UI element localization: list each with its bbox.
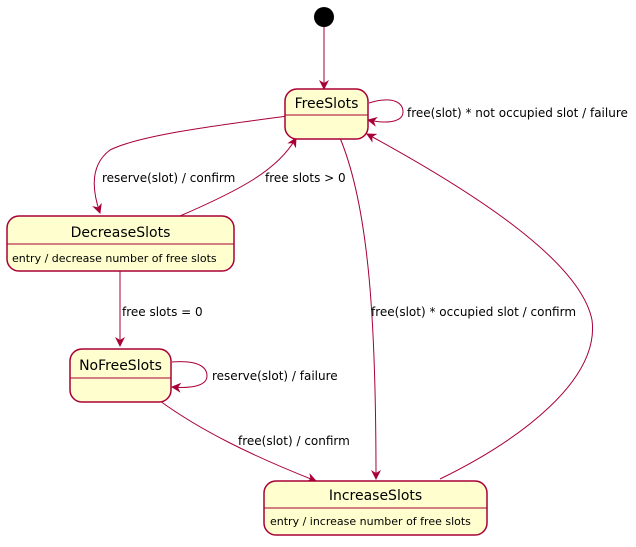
label-decreaseslots-to-freeslots: free slots > 0 [265,171,346,185]
transitions [92,27,593,483]
state-nofreeslots[interactable]: NoFreeSlots [69,348,172,403]
state-name: NoFreeSlots [79,358,162,374]
state-name: IncreaseSlots [329,488,422,504]
transition-nofreeslots-to-increaseslots [159,400,317,483]
label-freeslots-to-decreaseslots: reserve(slot) / confirm [102,171,235,185]
state-box [284,88,369,140]
transition-freeslots-to-decreaseslots [92,115,289,214]
label-nofreeslots-to-increaseslots: free(slot) / confirm [238,434,350,448]
state-name: DecreaseSlots [71,225,171,241]
state-box [69,348,172,403]
label-decreaseslots-to-nofreeslots: free slots = 0 [122,305,203,319]
label-freeslots-to-increaseslots: free(slot) * occupied slot / confirm [371,305,576,319]
label-nofreeslots-self-loop: reserve(slot) / failure [212,369,338,383]
transition-increaseslots-to-freeslots [366,133,593,480]
transition-freeslots-to-increaseslots [339,137,381,480]
state-name: FreeSlots [295,96,359,112]
state-increaseslots[interactable]: IncreaseSlots entry / increase number of… [263,480,488,536]
state-entry-action: entry / increase number of free slots [270,515,471,528]
state-freeslots[interactable]: FreeSlots [284,88,369,140]
state-decreaseslots[interactable]: DecreaseSlots entry / decrease number of… [6,215,235,272]
transition-decreaseslots-to-freeslots [179,137,297,217]
state-entry-action: entry / decrease number of free slots [12,252,217,265]
initial-state-dot [314,7,334,27]
label-freeslots-self-loop: free(slot) * not occupied slot / failure [407,106,628,120]
transition-nofreeslots-self-loop [171,361,208,393]
transition-freeslots-self-loop [367,99,404,127]
